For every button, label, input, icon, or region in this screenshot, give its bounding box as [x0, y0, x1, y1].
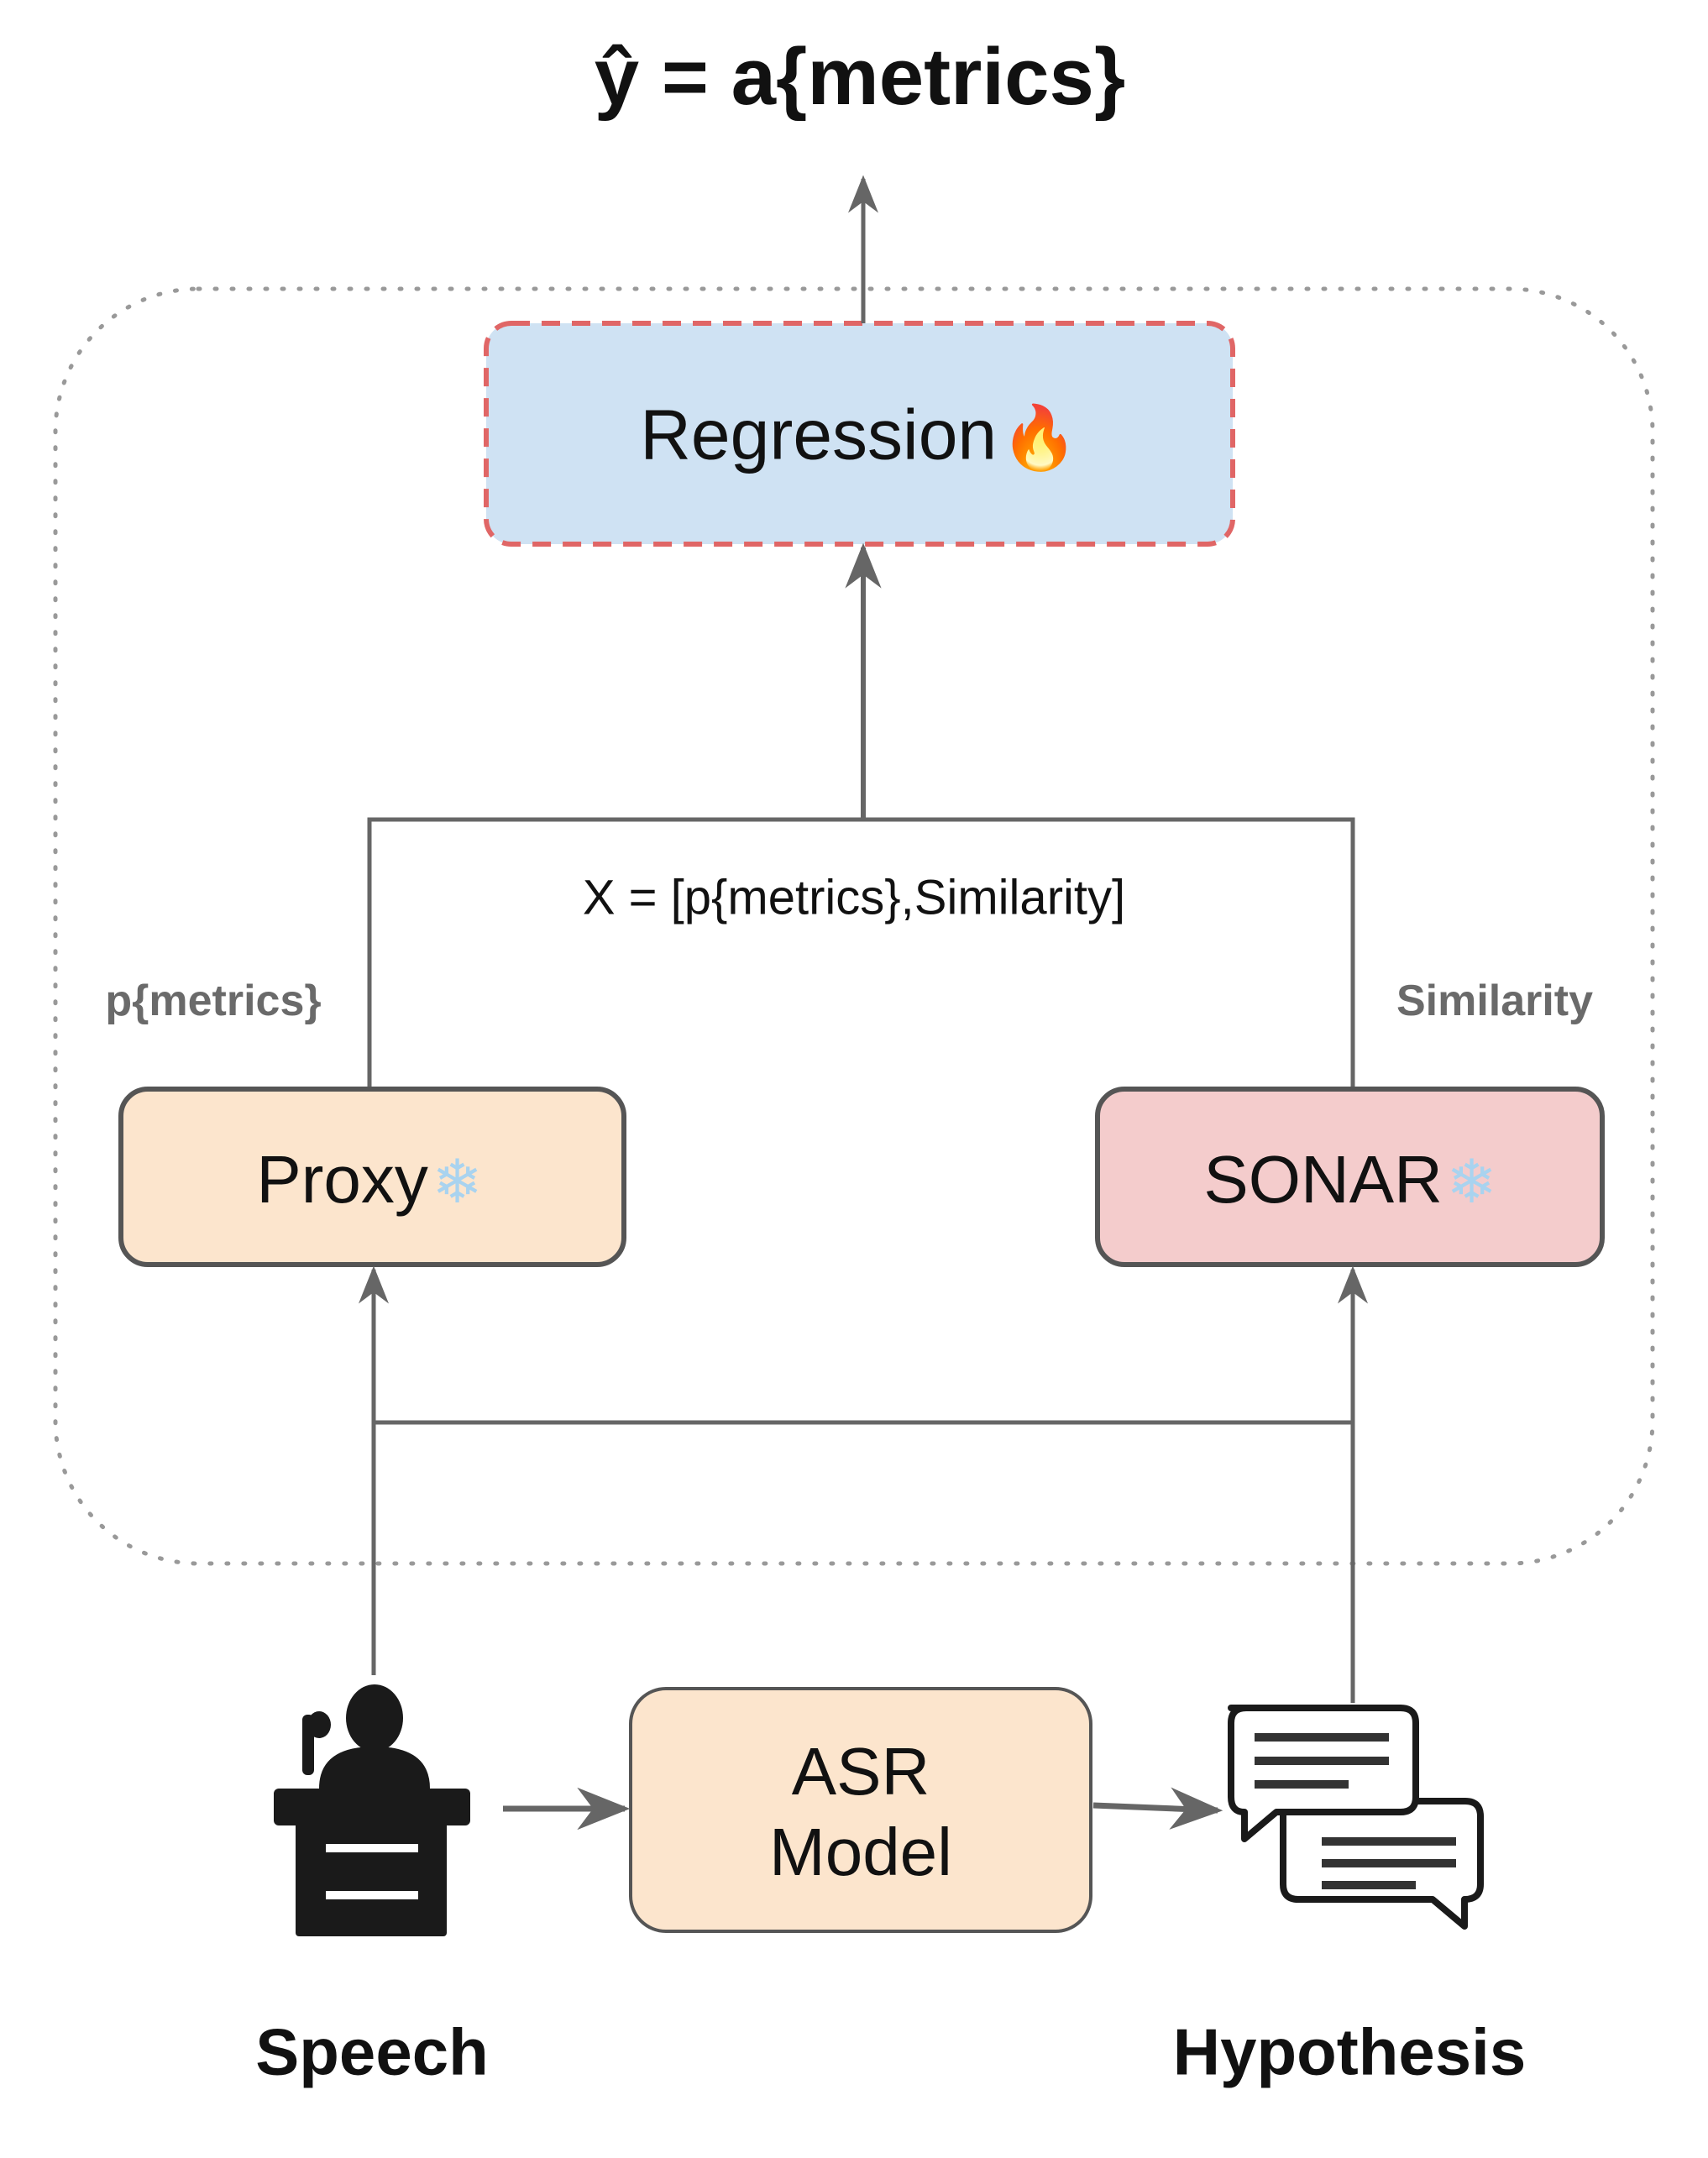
- regression-box: [484, 321, 1235, 547]
- snowflake-icon: ❄: [432, 1149, 483, 1216]
- proxy-label-group: Proxy ❄: [256, 1141, 482, 1218]
- asr-label-line2: Model: [769, 1815, 952, 1889]
- regression-label: Regression: [640, 395, 998, 474]
- model-boundary-frame: [53, 286, 1655, 1566]
- asr-to-hypothesis-arrow: [1092, 1787, 1223, 1830]
- chat-text-lines: [1255, 1733, 1456, 1889]
- sonar-label-group: SONAR ❄: [1203, 1141, 1496, 1218]
- output-formula: ŷ = a{metrics}: [594, 32, 1126, 122]
- proxy-box: [118, 1087, 626, 1267]
- join-connector: [367, 817, 1355, 1089]
- proxy-output-label: p{metrics}: [105, 977, 322, 1025]
- asr-label: ASR Model: [769, 1731, 952, 1893]
- sonar-box: [1095, 1087, 1605, 1267]
- hypothesis-label: Hypothesis: [1172, 2014, 1527, 2089]
- speaker-podium-icon: [274, 1684, 470, 1936]
- combined-features-label: X = [p{metrics},Similarity]: [582, 870, 1126, 925]
- asr-box: [629, 1687, 1092, 1933]
- speech-label: Speech: [255, 2014, 489, 2089]
- sonar-output-label: Similarity: [1396, 977, 1594, 1025]
- regression-label-group: Regression 🔥: [640, 395, 1077, 476]
- sonar-label: SONAR: [1203, 1142, 1443, 1217]
- snowflake-icon: ❄: [1446, 1149, 1497, 1216]
- asr-label-line1: ASR: [791, 1734, 930, 1809]
- proxy-label: Proxy: [256, 1142, 428, 1217]
- fire-icon: 🔥: [1000, 402, 1078, 473]
